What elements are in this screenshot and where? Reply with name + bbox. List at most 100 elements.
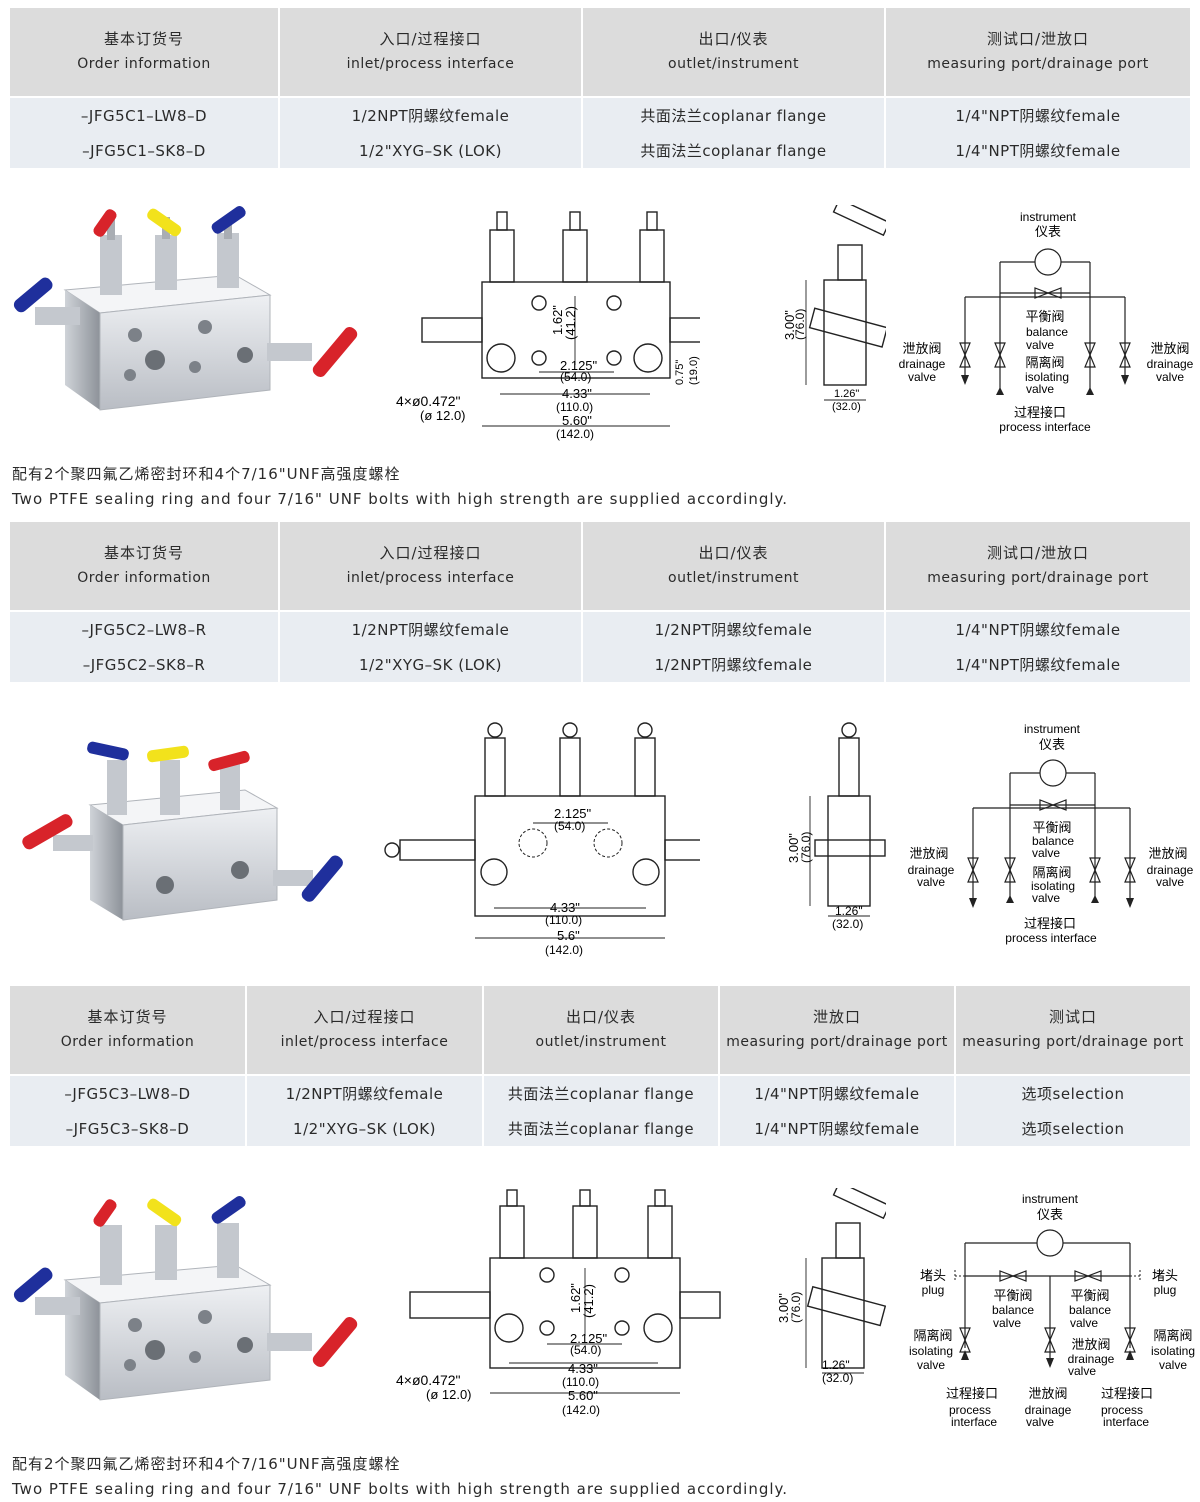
label-process-right-cn: 过程接口 bbox=[1101, 1386, 1153, 1401]
table-cell: 1/4"NPT阴螺纹female bbox=[720, 1074, 956, 1111]
label-balance-en1: balance bbox=[1032, 834, 1074, 848]
label-drain-right-cn: 泄放阀 bbox=[1150, 341, 1189, 356]
label-drain-bottom-cn: 泄放阀 bbox=[1028, 1386, 1067, 1401]
dim-height-mm: (41.2) bbox=[581, 1284, 596, 1318]
label-drain-left-cn: 泄放阀 bbox=[909, 846, 948, 861]
manifold-photo-2 bbox=[22, 741, 343, 921]
supply-note-3: 配有2个聚四氟乙烯密封环和4个7/16"UNF高强度螺栓 Two PTFE se… bbox=[12, 1452, 788, 1502]
label-process-left-en1: process bbox=[949, 1403, 991, 1417]
label-isolating-right-cn: 隔离阀 bbox=[1153, 1328, 1192, 1343]
dim-hole-spacing-in: 2.125" bbox=[570, 1331, 608, 1346]
table-cell: 1/2"XYG–SK (LOK) bbox=[280, 133, 583, 168]
label-isolating-en1: isolating bbox=[1025, 370, 1069, 384]
label-drain-right-en2: valve bbox=[1156, 370, 1184, 384]
label-plug-right-cn: 堵头 bbox=[1152, 1268, 1178, 1283]
table-cell: 1/2"XYG–SK (LOK) bbox=[247, 1111, 484, 1146]
dim-port-spacing-mm: (110.0) bbox=[562, 1375, 599, 1389]
table-cell: 1/4"NPT阴螺纹female bbox=[886, 96, 1190, 133]
note-en: Two PTFE sealing ring and four 7/16" UNF… bbox=[12, 490, 789, 508]
label-process-right-en2: interface bbox=[1103, 1415, 1149, 1429]
table-row: –JFG5C3–LW8–D 1/2NPT阴螺纹female 共面法兰coplan… bbox=[10, 1074, 1190, 1111]
dim-port-spacing-mm: (110.0) bbox=[556, 400, 593, 414]
label-drain-center-cn: 泄放阀 bbox=[1071, 1337, 1110, 1352]
table-cell: –JFG5C1–SK8–D bbox=[10, 133, 280, 168]
dim-side-height-mm: (76.0) bbox=[799, 832, 813, 863]
label-instrument-en: instrument bbox=[1024, 722, 1081, 736]
dim-port-spacing-in: 4.33" bbox=[568, 1361, 598, 1376]
label-drain-left-cn: 泄放阀 bbox=[902, 341, 941, 356]
table-cell: –JFG5C3–SK8–D bbox=[10, 1111, 247, 1146]
valve-schematic-2: instrument 仪表 平衡阀 balance valve 隔离阀 isol… bbox=[908, 722, 1194, 945]
dim-height-in: 1.62" bbox=[568, 1283, 583, 1313]
label-isolating-left-en2: valve bbox=[917, 1358, 945, 1372]
table-cell: 共面法兰coplanar flange bbox=[484, 1074, 720, 1111]
dim-width-mm: (142.0) bbox=[562, 1403, 600, 1417]
dim-hole-spacing-in: 2.125" bbox=[560, 358, 598, 373]
front-view-drawing-2: 2.125" (54.0) 4.33" (110.0) 5.6" (142.0) bbox=[384, 722, 700, 957]
dim-port-spacing-in: 4.33" bbox=[562, 386, 592, 401]
table-cell: 1/2NPT阴螺纹female bbox=[280, 96, 583, 133]
table-cell: 1/2NPT阴螺纹female bbox=[247, 1074, 484, 1111]
label-isolating-right-en1: isolating bbox=[1151, 1344, 1195, 1358]
dim-side-height-mm: (76.0) bbox=[789, 1292, 803, 1323]
label-balance-right-cn: 平衡阀 bbox=[1070, 1288, 1109, 1303]
dim-side-width-in: 1.26" bbox=[834, 388, 859, 400]
dim-side-width-mm: (32.0) bbox=[832, 401, 861, 413]
dim-port-spacing-mm: (110.0) bbox=[545, 913, 582, 927]
dim-height-mm: (41.2) bbox=[563, 306, 578, 340]
front-view-drawing-3: 1.62" (41.2) 2.125" (54.0) 4.33" (110.0)… bbox=[396, 1189, 721, 1417]
table-row: –JFG5C2–SK8–R 1/2"XYG–SK (LOK) 1/2NPT阴螺纹… bbox=[10, 647, 1190, 682]
label-drain-right-cn: 泄放阀 bbox=[1148, 846, 1187, 861]
valve-schematic-3: instrument 仪表 堵头 plug 堵头 plug 平衡阀 balanc… bbox=[909, 1192, 1195, 1429]
label-process-cn: 过程接口 bbox=[1024, 916, 1076, 931]
dim-height-in: 1.62" bbox=[550, 305, 565, 335]
label-drain-bottom-en2: valve bbox=[1026, 1415, 1054, 1429]
label-process-right-en1: process bbox=[1101, 1403, 1143, 1417]
label-plug-left-en: plug bbox=[922, 1283, 945, 1297]
label-isolating-left-cn: 隔离阀 bbox=[913, 1328, 952, 1343]
dim-side-height-in: 3.00" bbox=[782, 310, 797, 340]
table-cell: –JFG5C1–LW8–D bbox=[10, 96, 280, 133]
dim-port-spacing-in: 4.33" bbox=[550, 900, 580, 915]
label-isolating-cn: 隔离阀 bbox=[1025, 355, 1064, 370]
label-process-cn: 过程接口 bbox=[1014, 405, 1066, 420]
label-process-en: process interface bbox=[999, 420, 1091, 434]
dim-hole-dia-mm: (ø 12.0) bbox=[426, 1387, 472, 1402]
label-instrument-en: instrument bbox=[1022, 1192, 1079, 1206]
label-process-left-cn: 过程接口 bbox=[946, 1386, 998, 1401]
label-balance-cn: 平衡阀 bbox=[1032, 820, 1071, 835]
manifold-photo-1 bbox=[13, 206, 358, 411]
label-instrument-cn: 仪表 bbox=[1037, 1207, 1063, 1222]
label-drain-right-en1: drainage bbox=[1147, 357, 1194, 371]
dim-side-width-mm: (32.0) bbox=[822, 1371, 853, 1385]
manifold-photo-3 bbox=[13, 1196, 358, 1401]
label-instrument-en: instrument bbox=[1020, 210, 1077, 224]
table-cell: 共面法兰coplanar flange bbox=[484, 1111, 720, 1146]
dim-hole-spacing-mm: (54.0) bbox=[560, 370, 591, 384]
dim-side-height-in: 3.00" bbox=[776, 1293, 791, 1323]
label-process-en: process interface bbox=[1005, 931, 1097, 945]
label-drain-left-en1: drainage bbox=[899, 357, 946, 371]
dim-width-mm: (142.0) bbox=[545, 943, 583, 957]
label-balance-en2: valve bbox=[1026, 338, 1054, 352]
side-view-drawing-2: 3.00" (76.0) 1.26" (32.0) bbox=[786, 722, 886, 931]
table-cell: 1/4"NPT阴螺纹female bbox=[886, 647, 1190, 682]
table-cell: –JFG5C3–LW8–D bbox=[10, 1074, 247, 1111]
table-row: –JFG5C1–SK8–D 1/2"XYG–SK (LOK) 共面法兰copla… bbox=[10, 133, 1190, 168]
table-cell: 共面法兰coplanar flange bbox=[583, 96, 886, 133]
label-drain-bottom-en1: drainage bbox=[1025, 1403, 1072, 1417]
table-cell: 1/2"XYG–SK (LOK) bbox=[280, 647, 583, 682]
label-isolating-right-en2: valve bbox=[1159, 1358, 1187, 1372]
side-view-drawing-3: 3.00" (76.0) 1.26" (32.0) bbox=[776, 1188, 886, 1385]
